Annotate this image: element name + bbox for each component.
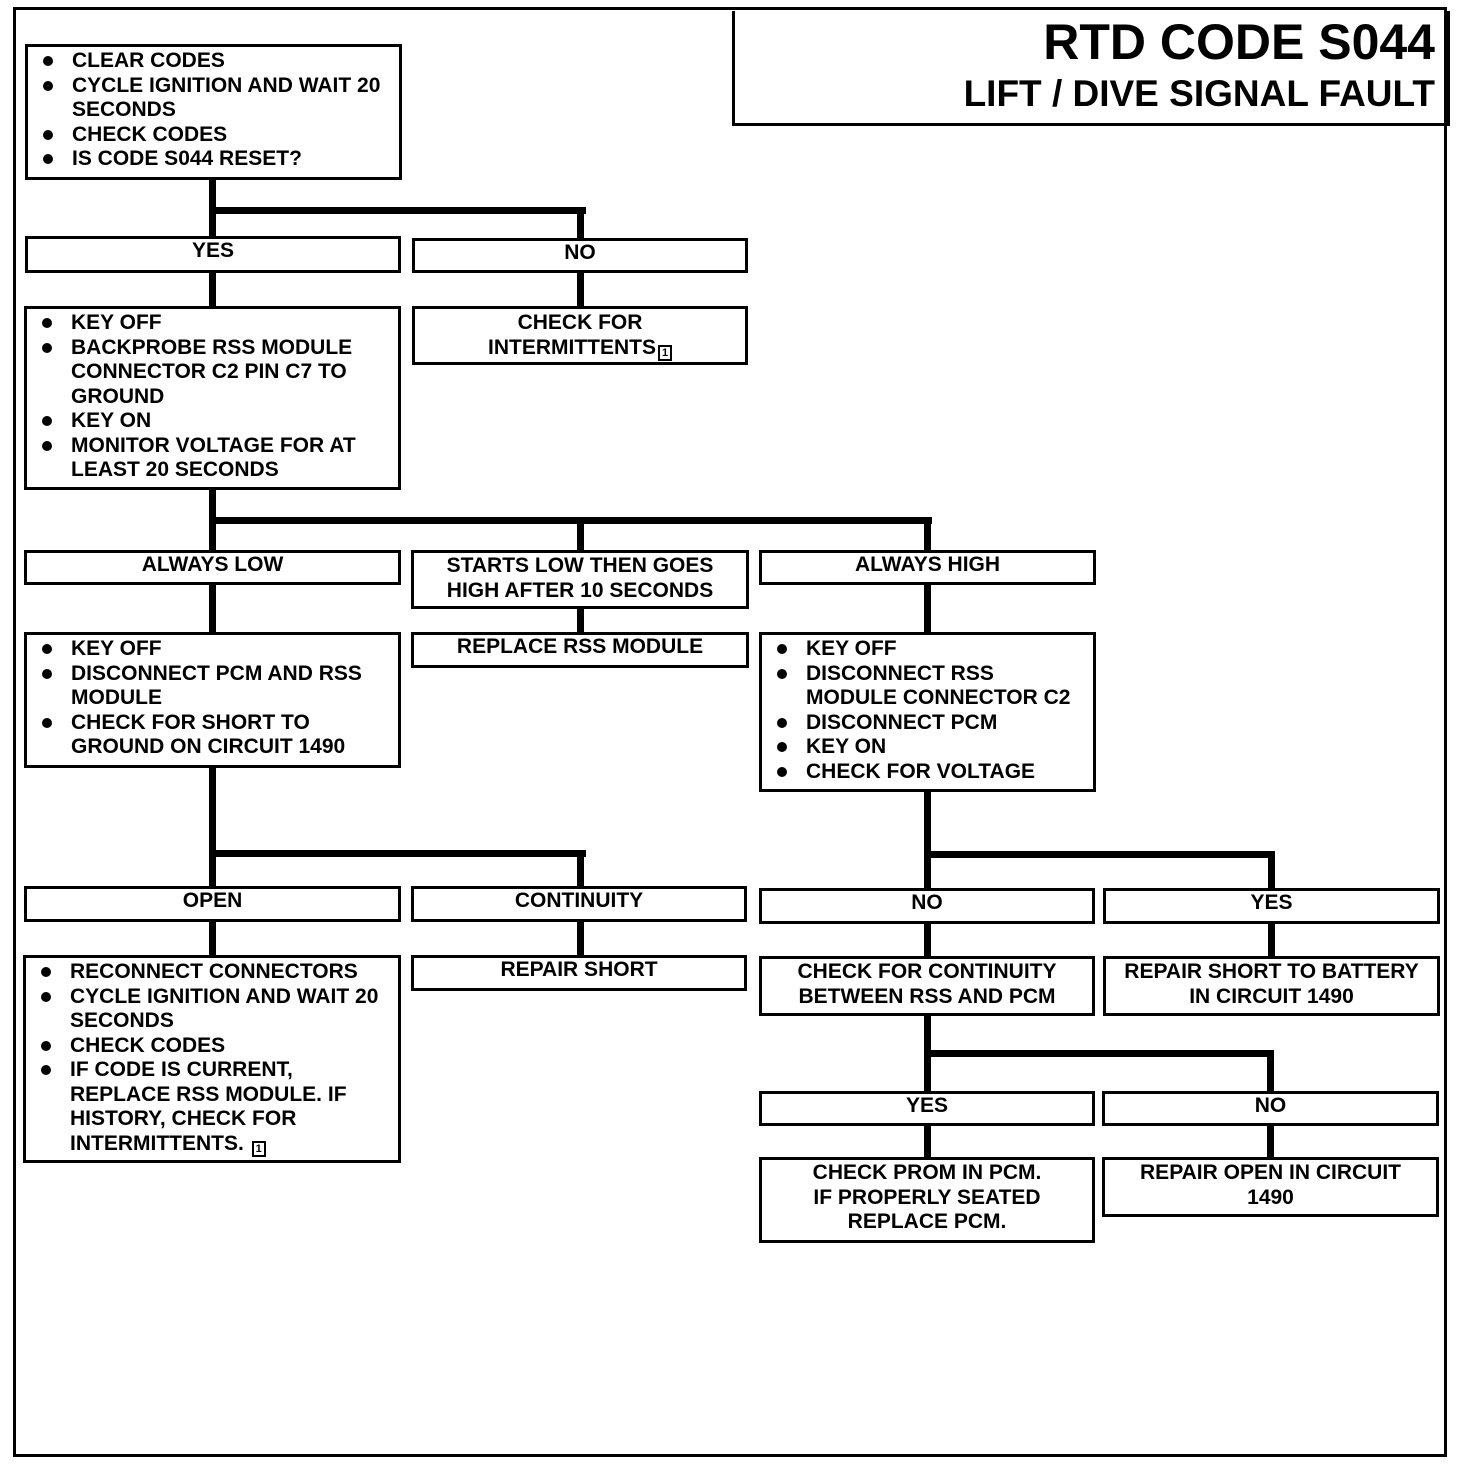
- connector-line: [209, 207, 586, 214]
- connector-line: [577, 517, 584, 552]
- high-steps-box: KEY OFF DISCONNECT RSS MODULE CONNECTOR …: [759, 632, 1096, 792]
- step1-item: CLEAR CODES: [40, 49, 393, 74]
- replace-rss-box: REPLACE RSS MODULE: [411, 632, 749, 668]
- connector-line: [924, 584, 931, 634]
- step2-item: KEY ON: [39, 409, 392, 434]
- connector-line: [209, 850, 586, 857]
- open-step-item: CHECK CODES: [38, 1034, 392, 1059]
- cont-yes-label: YES: [759, 1091, 1095, 1126]
- low-step-item: DISCONNECT PCM AND RSS MODULE: [39, 662, 392, 711]
- title-block: RTD CODE S044 LIFT / DIVE SIGNAL FAULT: [732, 11, 1450, 126]
- open-steps-box: RECONNECT CONNECTORS CYCLE IGNITION AND …: [23, 955, 401, 1163]
- step2-item: MONITOR VOLTAGE FOR AT LEAST 20 SECONDS: [39, 434, 392, 483]
- starts-low-label: STARTS LOW THEN GOES HIGH AFTER 10 SECON…: [411, 550, 749, 609]
- check-continuity-box: CHECK FOR CONTINUITY BETWEEN RSS AND PCM: [759, 956, 1095, 1016]
- repair-short-battery-box: REPAIR SHORT TO BATTERY IN CIRCUIT 1490: [1103, 956, 1440, 1016]
- reference-note-icon: 1: [658, 344, 672, 361]
- connector-line: [1267, 1124, 1274, 1159]
- always-high-label: ALWAYS HIGH: [759, 550, 1096, 585]
- low-steps-box: KEY OFF DISCONNECT PCM AND RSS MODULE CH…: [24, 632, 401, 768]
- connector-line: [577, 607, 584, 634]
- connector-line: [924, 922, 931, 958]
- step1-box: CLEAR CODES CYCLE IGNITION AND WAIT 20 S…: [25, 44, 402, 180]
- high-step-item: KEY OFF: [774, 637, 1087, 662]
- open-label: OPEN: [24, 886, 401, 922]
- high-step-item: DISCONNECT PCM: [774, 711, 1087, 736]
- connector-line: [924, 1124, 931, 1159]
- high-no-label: NO: [759, 888, 1095, 924]
- connector-line: [924, 517, 931, 552]
- step1-item: CYCLE IGNITION AND WAIT 20 SECONDS: [40, 74, 393, 123]
- cont-no-label: NO: [1102, 1091, 1439, 1126]
- connector-line: [924, 790, 931, 890]
- connector-line: [577, 207, 584, 240]
- diagram-title: RTD CODE S044: [1043, 14, 1435, 70]
- high-step-item: CHECK FOR VOLTAGE: [774, 760, 1087, 785]
- connector-line: [924, 1050, 1274, 1057]
- high-yes-label: YES: [1103, 888, 1440, 924]
- always-low-label: ALWAYS LOW: [24, 550, 401, 585]
- connector-line: [209, 517, 932, 524]
- connector-line: [577, 272, 584, 308]
- high-step-item: KEY ON: [774, 735, 1087, 760]
- connector-line: [924, 851, 1275, 858]
- step1-yes-label: YES: [25, 236, 401, 273]
- reference-note-icon: 1: [251, 1140, 266, 1157]
- high-step-item: DISCONNECT RSS MODULE CONNECTOR C2: [774, 662, 1087, 711]
- open-step-item: IF CODE IS CURRENT, REPLACE RSS MODULE. …: [38, 1058, 392, 1157]
- step1-no-label: NO: [412, 238, 748, 273]
- step2-box: KEY OFF BACKPROBE RSS MODULE CONNECTOR C…: [24, 306, 401, 490]
- check-intermittents-text: CHECK FOR INTERMITTENTS: [488, 311, 656, 359]
- connector-line: [209, 272, 216, 308]
- continuity-label: CONTINUITY: [411, 886, 747, 922]
- low-step-item: KEY OFF: [39, 637, 392, 662]
- connector-line: [1268, 851, 1275, 890]
- step1-item: IS CODE S044 RESET?: [40, 147, 393, 172]
- connector-line: [577, 850, 584, 888]
- open-step-item: CYCLE IGNITION AND WAIT 20 SECONDS: [38, 985, 392, 1034]
- connector-line: [1268, 922, 1275, 958]
- diagram-frame: [13, 7, 1447, 1457]
- connector-line: [209, 920, 216, 956]
- low-step-item: CHECK FOR SHORT TO GROUND ON CIRCUIT 149…: [39, 711, 392, 760]
- step1-item: CHECK CODES: [40, 123, 393, 148]
- open-step-item: RECONNECT CONNECTORS: [38, 960, 392, 985]
- check-prom-box: CHECK PROM IN PCM. IF PROPERLY SEATED RE…: [759, 1157, 1095, 1243]
- connector-line: [577, 920, 584, 956]
- repair-short-box: REPAIR SHORT: [411, 955, 747, 991]
- open-step-text: IF CODE IS CURRENT, REPLACE RSS MODULE. …: [70, 1058, 347, 1155]
- connector-line: [209, 766, 216, 888]
- step2-item: BACKPROBE RSS MODULE CONNECTOR C2 PIN C7…: [39, 336, 392, 410]
- step2-item: KEY OFF: [39, 311, 392, 336]
- diagram-subtitle: LIFT / DIVE SIGNAL FAULT: [963, 73, 1435, 114]
- connector-line: [1267, 1050, 1274, 1093]
- repair-open-box: REPAIR OPEN IN CIRCUIT 1490: [1102, 1157, 1439, 1217]
- connector-line: [209, 584, 216, 634]
